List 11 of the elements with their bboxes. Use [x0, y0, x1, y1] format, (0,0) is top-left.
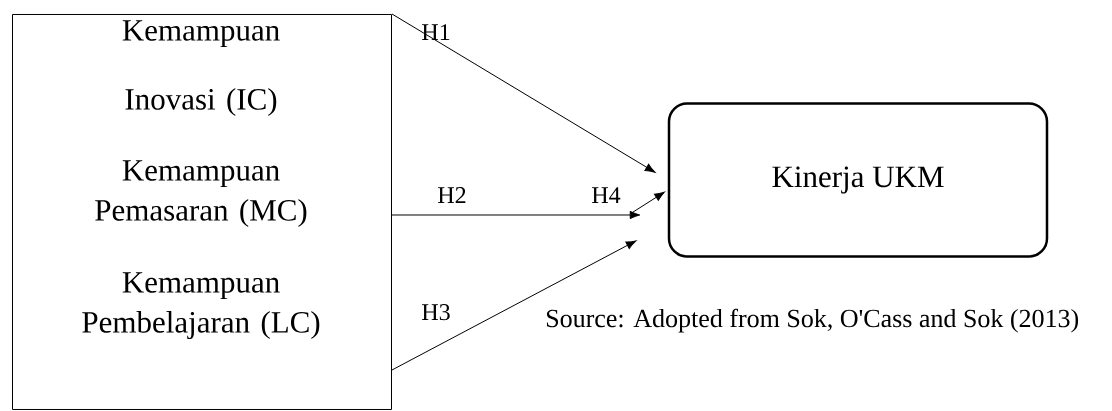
edge-label: H3: [422, 304, 450, 321]
arrow: [391, 210, 641, 220]
outcome-box: Kinerja UKM: [667, 102, 1049, 258]
source-note: Source: Adopted from Sok, O'Cass and Sok (2013): [546, 308, 1079, 333]
arrow: [629, 191, 665, 215]
edge-label: H4: [592, 187, 621, 203]
arrow: [391, 240, 637, 371]
edge-label: H2: [438, 187, 466, 203]
arrow: [391, 13, 656, 173]
edge-label: H1: [422, 24, 450, 40]
construct-box: Kemampuan Inovasi (IC) Kemampuan Pemasaran (MC) Kemampuan Pembelajaran (LC): [12, 14, 392, 410]
